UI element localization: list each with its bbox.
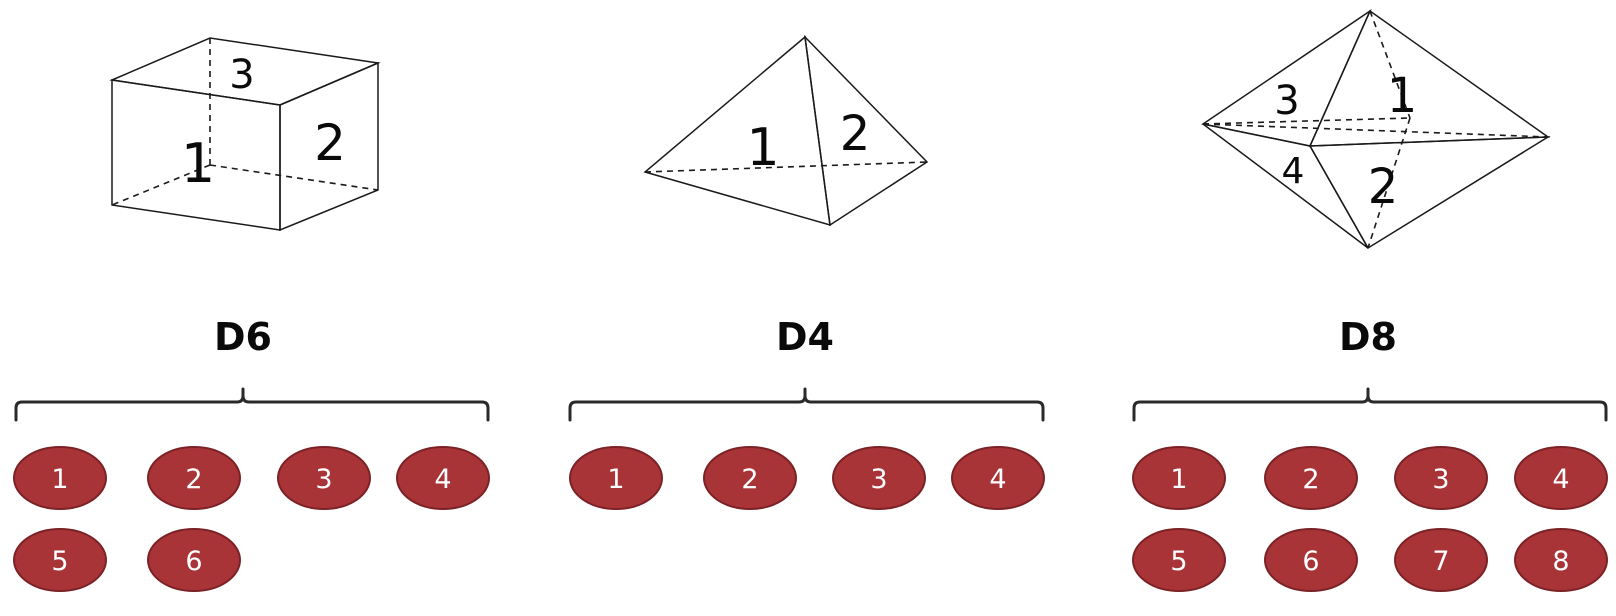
outcome-chip-shape [1394,446,1488,510]
d6-outcome-chip: 1 [13,446,107,510]
d4-title: D4 [776,315,834,359]
d4-hidden-edge [644,161,928,173]
outcome-chip-shape [277,446,371,510]
d8-outcome-chip: 5 [1132,528,1226,592]
d6-face-label: 3 [229,52,254,98]
outcome-chip-label: 4 [434,464,451,495]
outcome-chips: 1 2 3 4 5 6 1 2 3 4 1 2 3 4 5 6 7 8 [13,446,1608,592]
outcome-chip-shape [396,446,490,510]
d8-outcome-chip: 4 [1514,446,1608,510]
d8-octahedron: 3 1 4 2 [1201,8,1551,250]
d8-hidden-edge [1202,123,1549,138]
outcome-chip-label: 2 [741,464,758,495]
d4-outcome-chip: 4 [951,446,1045,510]
d6-cube: 1 2 3 [109,37,381,232]
outcome-chip-label: 1 [607,464,624,495]
d8-face-label: 3 [1274,78,1299,124]
outcome-chip-label: 8 [1552,546,1569,577]
d6-outcome-brace [14,387,490,422]
outcome-chip-shape [569,446,663,510]
outcome-chip-shape [1132,528,1226,592]
d8-hidden-edge [1369,10,1411,119]
outcome-chip-label: 7 [1432,546,1449,577]
outcome-chip-label: 5 [1170,546,1187,577]
d8-outcome-chip: 2 [1264,446,1358,510]
d8-upper-right-face [1308,9,1551,147]
d6-hidden-edge [111,164,211,206]
d8-lower-right-face [1308,136,1551,250]
d4-right-face [803,34,929,227]
outcome-chip-label: 1 [1170,464,1187,495]
outcome-chip-shape [703,446,797,510]
d4-tetrahedron: 1 2 [643,34,929,227]
outcome-chip-shape [147,446,241,510]
d4-face-label: 2 [840,106,871,162]
outcome-chip-shape [832,446,926,510]
d4-face-label: 1 [746,118,779,178]
outcome-chip-shape [147,528,241,592]
outcome-chip-shape [1514,528,1608,592]
outcome-chip-label: 2 [185,464,202,495]
outcome-chip-label: 1 [51,464,68,495]
outcome-chip-label: 2 [1302,464,1319,495]
outcome-chip-label: 4 [1552,464,1569,495]
d4-outcome-chip: 2 [703,446,797,510]
d4-outcome-chip: 3 [832,446,926,510]
d4-left-face [643,35,831,227]
d8-outcome-chip: 1 [1132,446,1226,510]
d8-outcome-chip: 3 [1394,446,1488,510]
d6-face-label: 2 [314,114,346,172]
d6-outcome-chip: 2 [147,446,241,510]
d6-outcome-chip: 3 [277,446,371,510]
d8-outcome-chip: 8 [1514,528,1608,592]
d8-outcome-brace [1132,387,1608,422]
outcome-chip-label: 5 [51,546,68,577]
d6-face-label: 1 [181,132,215,195]
outcome-chip-shape [13,528,107,592]
d6-outcome-chip: 5 [13,528,107,592]
d8-face-label: 1 [1387,68,1418,124]
outcome-chip-shape [1264,528,1358,592]
outcome-chip-shape [13,446,107,510]
outcome-chip-label: 6 [1302,546,1319,577]
d8-hidden-edge [1202,117,1411,125]
d8-outcome-chip: 6 [1264,528,1358,592]
d8-face-label: 4 [1282,151,1305,192]
outcome-chip-shape [1132,446,1226,510]
outcome-chip-shape [1264,446,1358,510]
outcome-chip-shape [951,446,1045,510]
d6-outcome-chip: 4 [396,446,490,510]
d6-outcome-chip: 6 [147,528,241,592]
d4-outcome-brace [568,387,1045,422]
d6-hidden-edge [209,164,379,191]
outcome-chip-label: 3 [1432,464,1449,495]
outcome-chip-label: 3 [870,464,887,495]
d6-front-face [111,79,281,231]
outcome-chip-shape [1514,446,1608,510]
outcome-chip-shape [1394,528,1488,592]
outcome-chip-label: 4 [989,464,1006,495]
d8-outcome-chip: 7 [1394,528,1488,592]
d8-title: D8 [1339,315,1397,359]
d8-hidden-edge [1367,117,1411,249]
outcome-chip-label: 3 [315,464,332,495]
outcome-chip-label: 6 [185,546,202,577]
d4-outcome-chip: 1 [569,446,663,510]
d8-face-label: 2 [1368,159,1399,215]
d6-title: D6 [214,315,272,359]
